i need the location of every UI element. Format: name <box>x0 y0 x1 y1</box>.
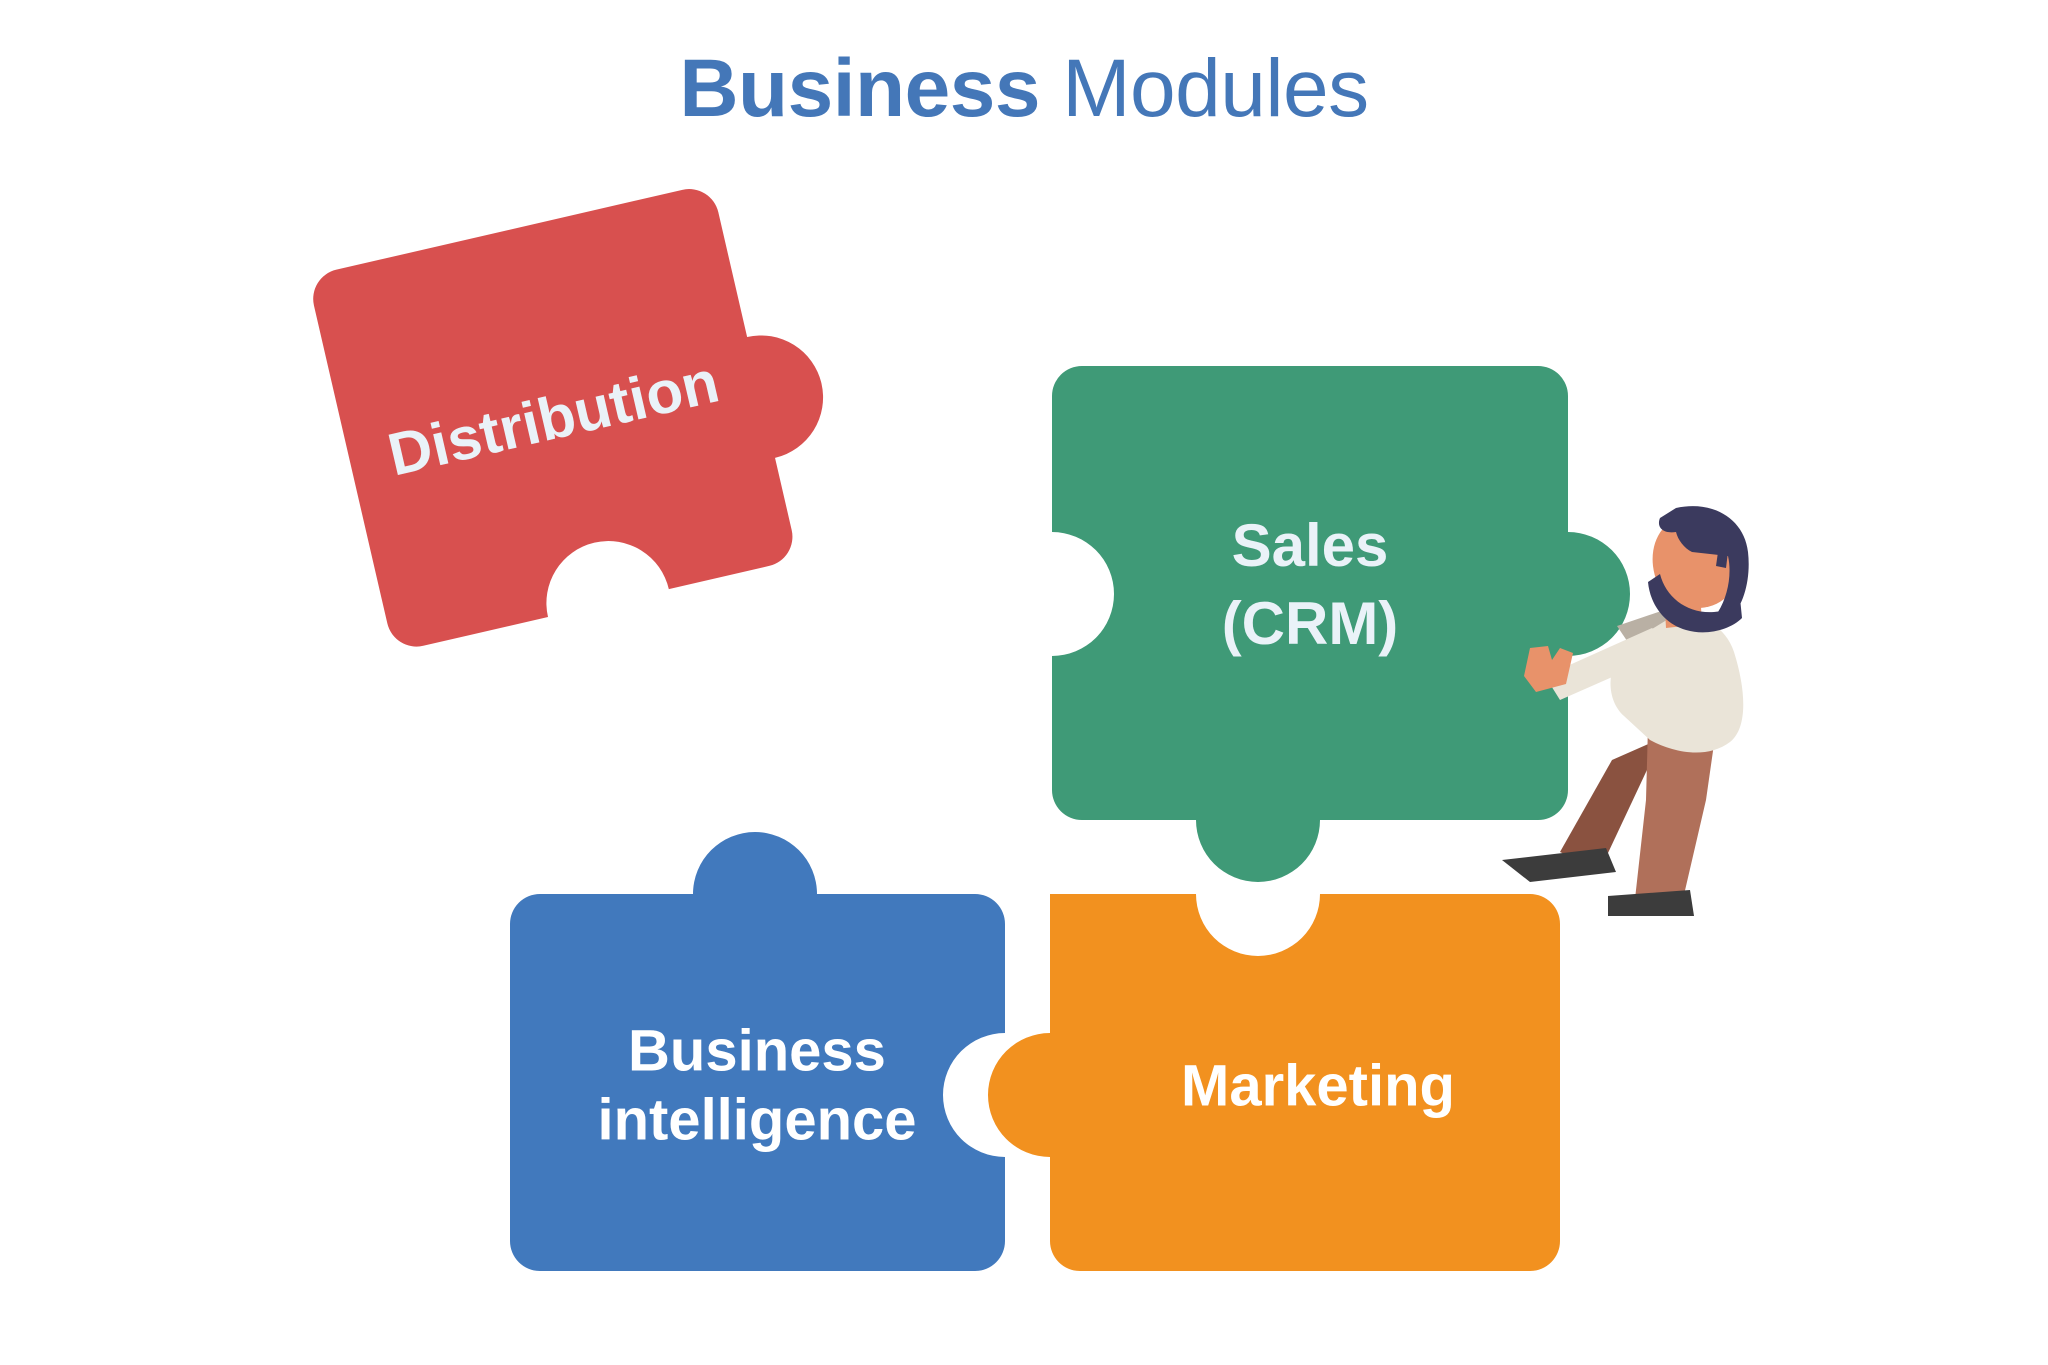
character-front-shoe <box>1608 890 1694 916</box>
puzzle-piece-business-intelligence-label-line2: intelligence <box>597 1087 916 1152</box>
puzzle-piece-business-intelligence-label-line1: Business <box>628 1018 886 1083</box>
character-ear <box>1716 552 1728 568</box>
puzzle-piece-business-intelligence-shape[interactable] <box>510 832 1005 1271</box>
page-title-regular: Modules <box>1039 43 1369 134</box>
puzzle-piece-sales-crm-shape[interactable] <box>1052 366 1630 882</box>
character-back-shoe <box>1502 848 1616 882</box>
puzzle-piece-distribution[interactable]: Distribution <box>307 169 859 652</box>
character-hand <box>1524 646 1573 692</box>
puzzle-piece-sales-crm[interactable]: Sales (CRM) <box>1052 366 1630 882</box>
puzzle-piece-marketing[interactable]: Marketing <box>988 894 1560 1271</box>
puzzle-piece-marketing-label: Marketing <box>1181 1053 1455 1118</box>
puzzle-piece-sales-crm-label-line2: (CRM) <box>1222 590 1399 657</box>
puzzle-piece-business-intelligence[interactable]: Business intelligence <box>510 832 1005 1271</box>
character-back-leg <box>1560 738 1662 870</box>
character-man-pushing <box>1502 506 1749 916</box>
puzzle-piece-marketing-shape[interactable] <box>988 894 1560 1271</box>
character-hair <box>1658 506 1749 616</box>
character-beard <box>1648 574 1742 633</box>
page-title: Business Modules <box>0 48 2048 130</box>
character-front-leg <box>1634 716 1718 912</box>
puzzle-piece-sales-crm-label-line1: Sales <box>1232 512 1389 579</box>
character-front-arm <box>1545 628 1678 700</box>
page-title-bold: Business <box>679 43 1040 134</box>
puzzle-piece-distribution-shape[interactable] <box>307 169 859 652</box>
